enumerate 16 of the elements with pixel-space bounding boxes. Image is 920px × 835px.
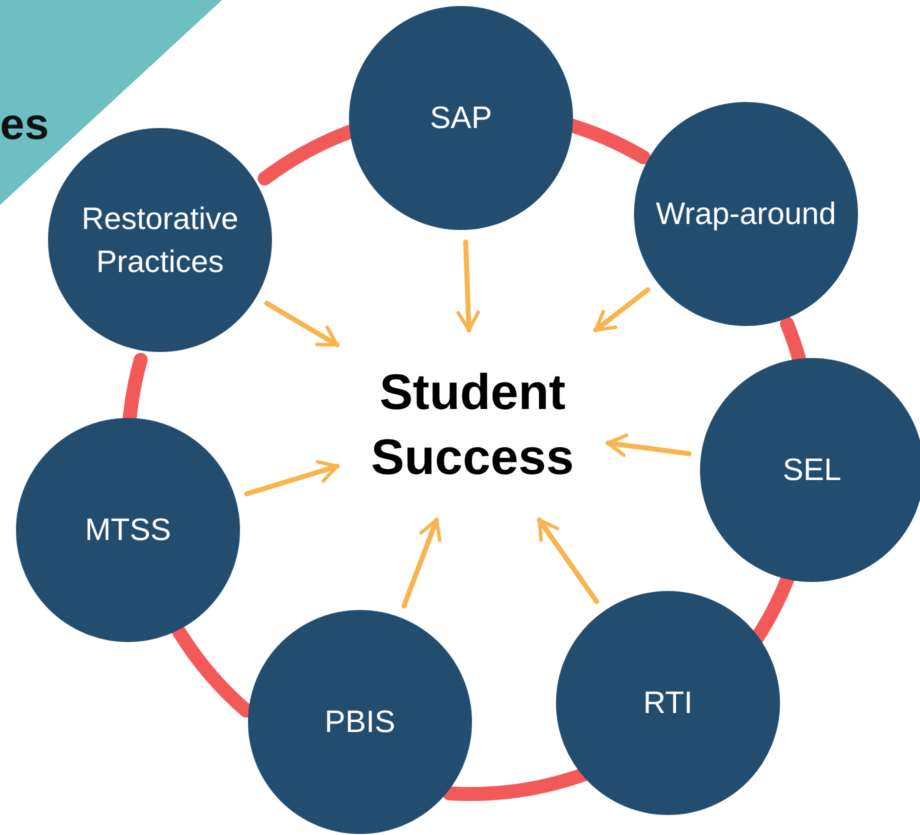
arrow	[456, 239, 480, 332]
circle-label: RTI	[642, 684, 694, 722]
arrow	[244, 460, 340, 496]
circle-label: SAP	[428, 99, 494, 138]
arrow	[605, 434, 692, 457]
arrow	[401, 518, 442, 609]
arrow	[536, 518, 600, 604]
arrow	[264, 300, 340, 348]
center-title: Student Success	[370, 363, 575, 487]
heading-fragment: es	[0, 100, 49, 150]
circle-label: SEL	[782, 451, 842, 490]
circle-label: Restorative Practices	[80, 200, 240, 281]
circle-label: MTSS	[84, 511, 172, 550]
circle-label: Wrap-around	[654, 195, 838, 234]
arrow	[593, 287, 650, 332]
circle-label: PBIS	[324, 703, 396, 742]
